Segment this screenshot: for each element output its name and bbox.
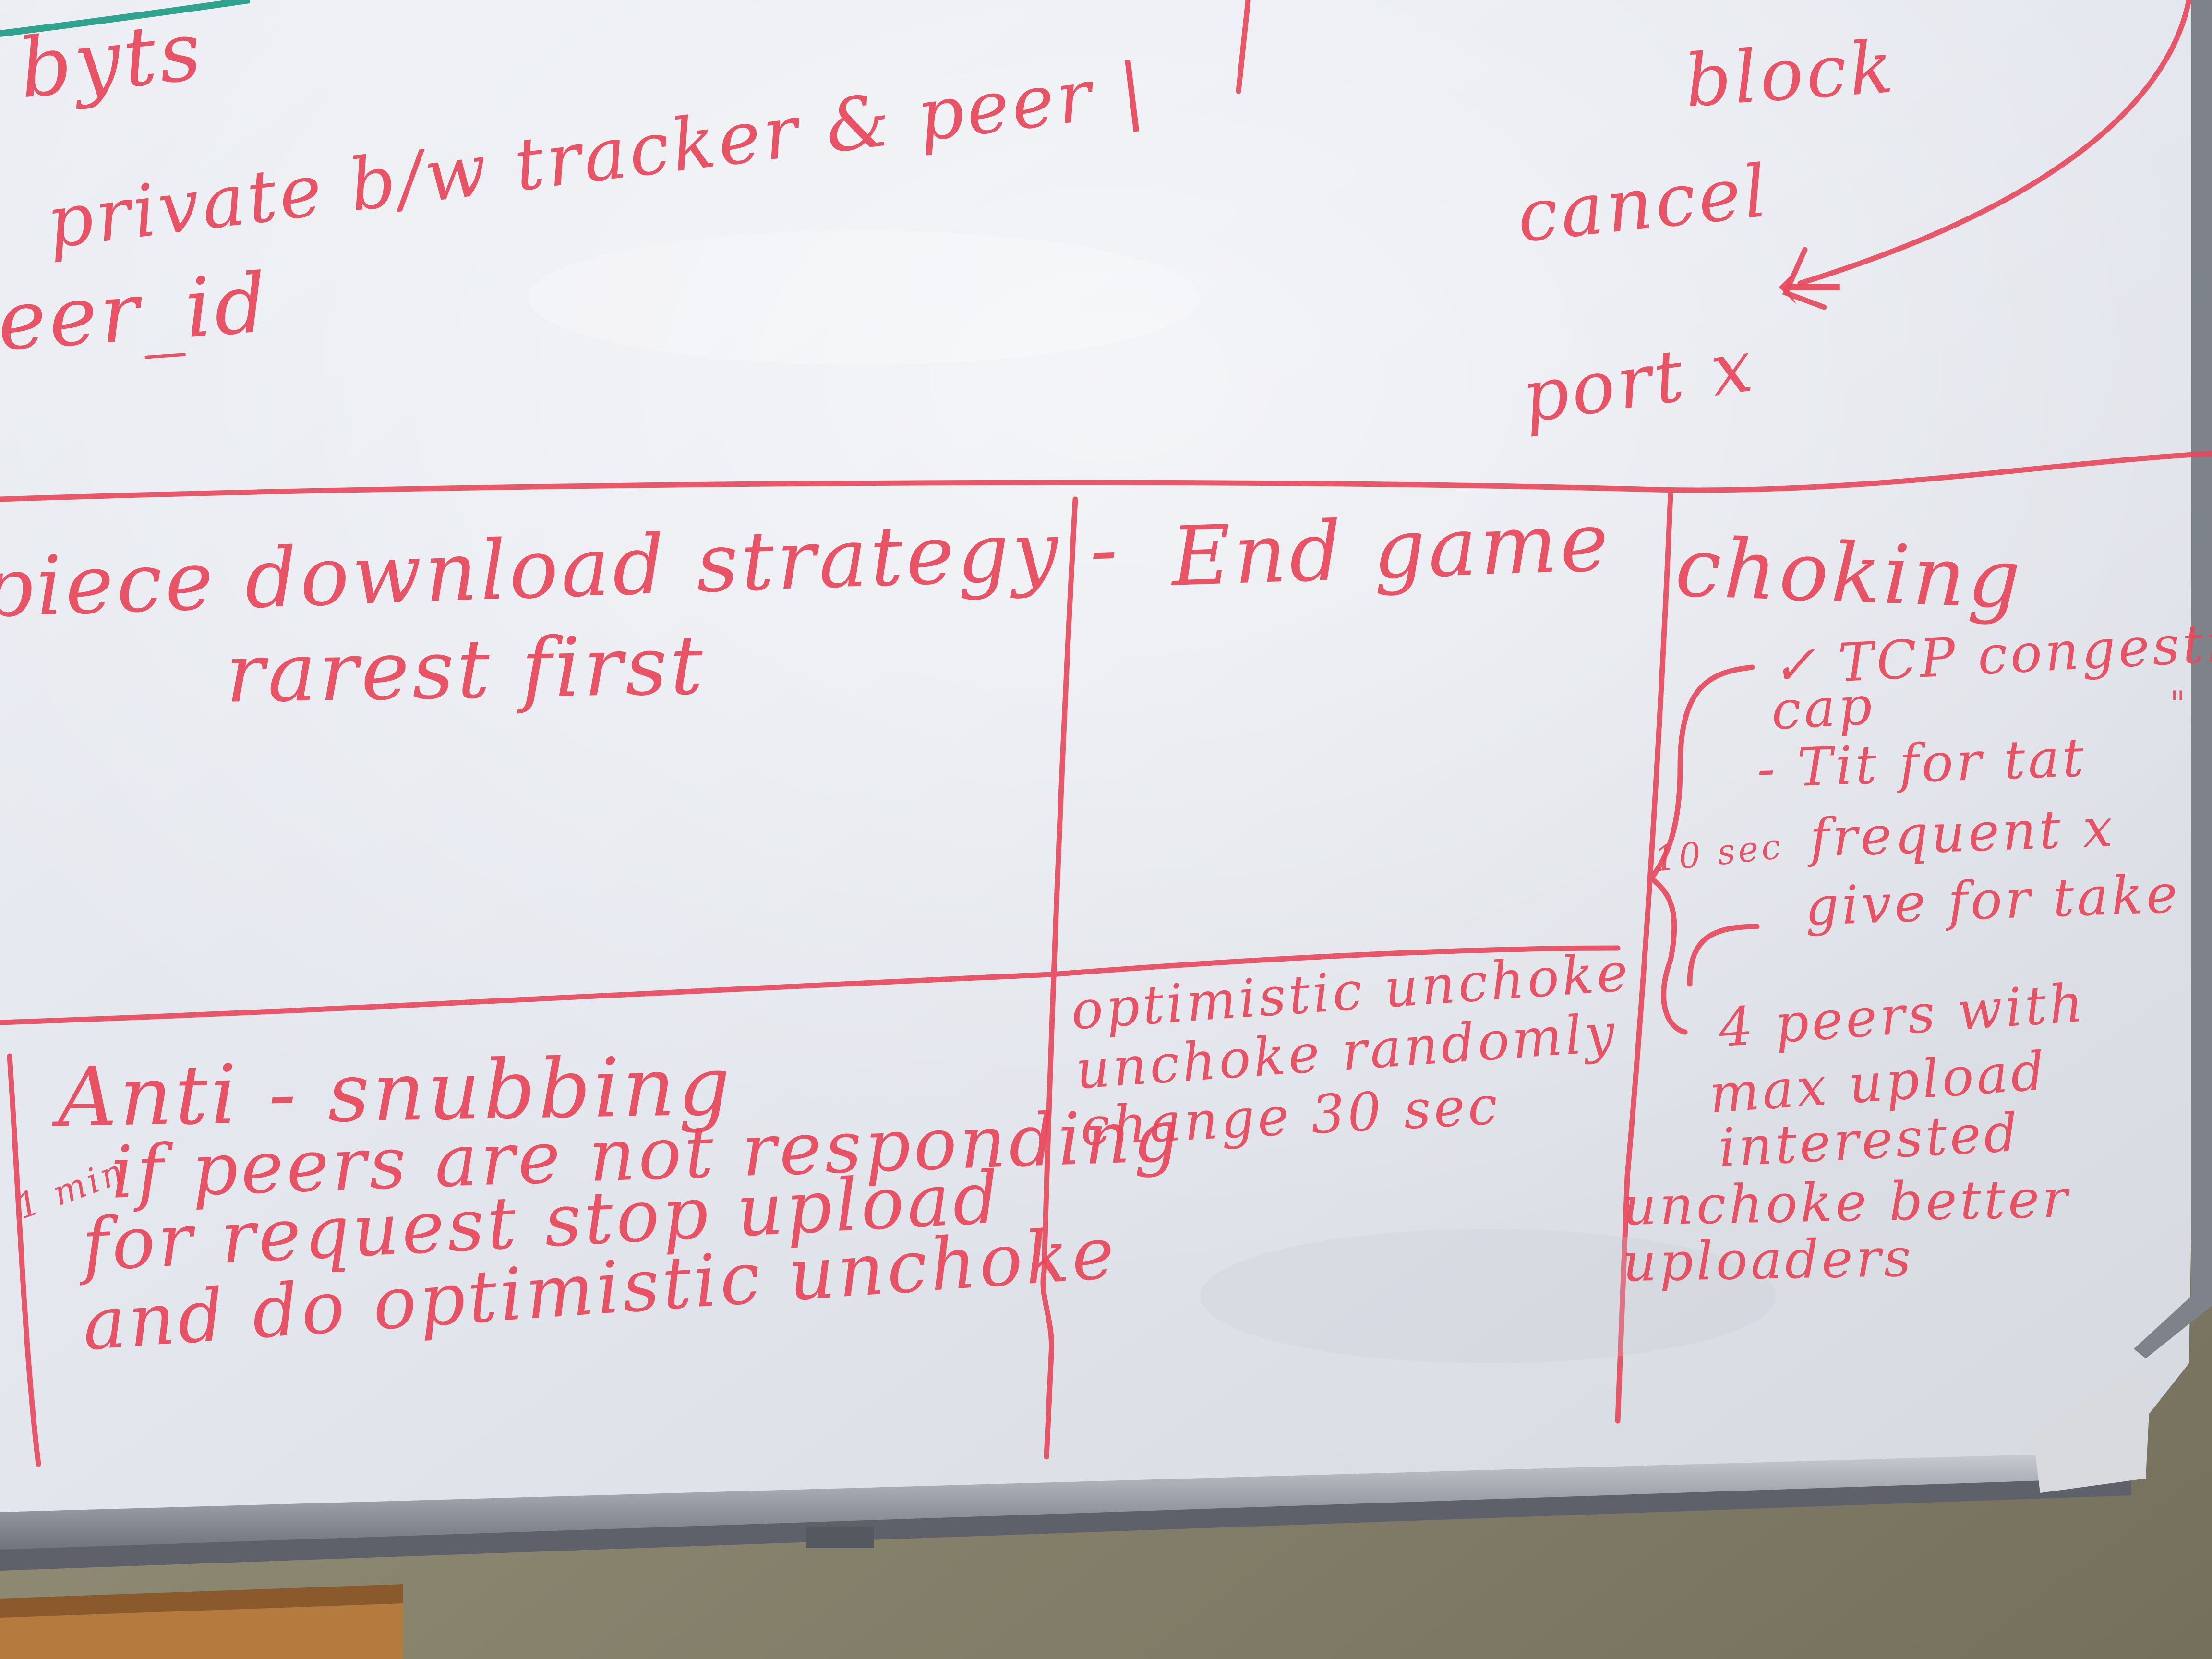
board-glare: [0, 0, 2212, 1512]
choking-line: cap: [1769, 674, 1876, 742]
board-frame-bottom: [0, 1452, 2131, 1551]
board-corner-cap: [2033, 1368, 2151, 1493]
tray-bracket: [806, 1527, 874, 1548]
wooden-surface-edge: [0, 1584, 403, 1618]
choking-heading: choking: [1673, 520, 2025, 627]
piece-download-sub: rarest first: [225, 618, 707, 721]
choking-quote: ": [2170, 684, 2189, 724]
top-divider-line: [1236, 0, 1251, 94]
choking-bracket: [1647, 664, 1755, 1035]
vertical-line-left: [1040, 496, 1078, 1460]
teal-marker-arc: [0, 0, 250, 37]
choking-line: - Tit for tat: [1755, 727, 2088, 800]
top-right-curve-arrow: [1797, 0, 2192, 286]
marker-tray: [0, 1478, 2131, 1571]
board-frame-right: [2134, 0, 2212, 1358]
note-peer-id: peer_id: [0, 255, 273, 373]
marker-grid-lines: [0, 0, 2212, 1467]
choking-line: unchoke better: [1622, 1167, 2071, 1238]
choking-line: interested: [1717, 1101, 2022, 1179]
choking-bracket-lower: [1687, 924, 1760, 987]
choking-line: uploaders: [1622, 1226, 1914, 1294]
arrow-head: [1782, 247, 1827, 310]
vertical-line-right: [1615, 492, 1673, 1424]
note-block: block: [1682, 25, 1899, 124]
end-game-heading: End game: [1169, 494, 1613, 605]
note-bytes: byts: [14, 3, 208, 117]
left-edge-line: [7, 1053, 41, 1467]
note-arrow: ←: [1776, 238, 1848, 333]
horizontal-line-mid: [0, 945, 1621, 1025]
choking-line: frequent x: [1808, 796, 2116, 869]
smudge: [528, 230, 1200, 365]
choking-line: give for take: [1804, 863, 2181, 938]
smudge: [1200, 1229, 1776, 1363]
horizontal-line-top: [0, 451, 2212, 502]
